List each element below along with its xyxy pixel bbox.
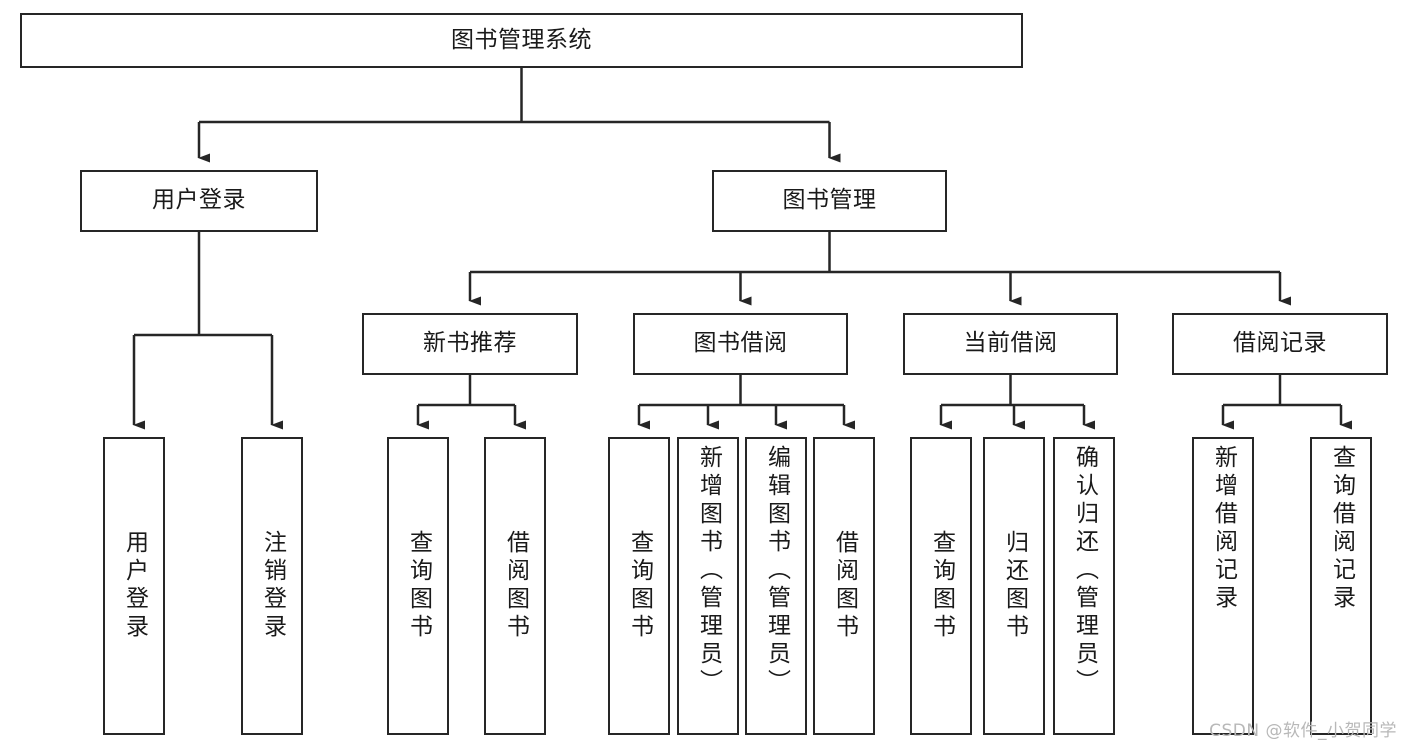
node-leaf-return-book[interactable]: 归还图书 [983,437,1045,735]
node-label-wrapper: 查询图书 [610,439,668,733]
node-leaf-borrow-book-2[interactable]: 借阅图书 [813,437,875,735]
node-label: 新增图书（管理员） [695,445,722,697]
node-label-wrapper: 编辑图书（管理员） [747,439,805,733]
node-root[interactable]: 图书管理系统 [20,13,1023,68]
node-label: 当前借阅 [963,330,1058,357]
node-label: 图书借阅 [693,330,788,357]
node-label: 借阅图书 [502,530,529,642]
node-label: 查询图书 [928,530,955,642]
node-label: 编辑图书（管理员） [763,445,790,697]
node-label: 借阅图书 [831,530,858,642]
node-label: 确认归还（管理员） [1071,445,1098,697]
node-label-wrapper: 新增借阅记录 [1194,439,1252,733]
node-leaf-query-book-1[interactable]: 查询图书 [387,437,449,735]
node-label: 查询借阅记录 [1328,445,1355,613]
node-label: 图书管理系统 [451,26,592,53]
node-label-wrapper: 新增图书（管理员） [679,439,737,733]
node-label-wrapper: 查询借阅记录 [1312,439,1370,733]
node-label: 新增借阅记录 [1210,445,1237,613]
node-leaf-query-book-3[interactable]: 查询图书 [910,437,972,735]
node-label-wrapper: 借阅图书 [815,439,873,733]
node-user-login[interactable]: 用户登录 [80,170,318,232]
node-new-book-recommend[interactable]: 新书推荐 [362,313,578,375]
node-leaf-add-book[interactable]: 新增图书（管理员） [677,437,739,735]
node-current-borrow[interactable]: 当前借阅 [903,313,1118,375]
node-leaf-query-record[interactable]: 查询借阅记录 [1310,437,1372,735]
node-label: 归还图书 [1001,530,1028,642]
node-label: 注销登录 [259,530,286,642]
node-label-wrapper: 查询图书 [912,439,970,733]
node-label-wrapper: 确认归还（管理员） [1055,439,1113,733]
node-label: 借阅记录 [1233,330,1327,357]
node-label-wrapper: 借阅图书 [486,439,544,733]
node-label: 用户登录 [152,187,246,214]
node-label: 图书管理 [782,187,877,214]
node-leaf-confirm-return[interactable]: 确认归还（管理员） [1053,437,1115,735]
node-borrow-record[interactable]: 借阅记录 [1172,313,1388,375]
node-label: 新书推荐 [423,330,517,357]
node-book-manage[interactable]: 图书管理 [712,170,947,232]
node-book-borrow[interactable]: 图书借阅 [633,313,848,375]
node-leaf-logout-login[interactable]: 注销登录 [241,437,303,735]
node-leaf-borrow-book-1[interactable]: 借阅图书 [484,437,546,735]
node-label: 用户登录 [121,530,148,642]
node-label-wrapper: 查询图书 [389,439,447,733]
node-label-wrapper: 用户登录 [105,439,163,733]
node-label-wrapper: 注销登录 [243,439,301,733]
node-label: 查询图书 [626,530,653,642]
node-leaf-query-book-2[interactable]: 查询图书 [608,437,670,735]
node-label: 查询图书 [405,530,432,642]
node-label-wrapper: 归还图书 [985,439,1043,733]
node-leaf-user-login[interactable]: 用户登录 [103,437,165,735]
node-leaf-add-record[interactable]: 新增借阅记录 [1192,437,1254,735]
node-leaf-edit-book[interactable]: 编辑图书（管理员） [745,437,807,735]
